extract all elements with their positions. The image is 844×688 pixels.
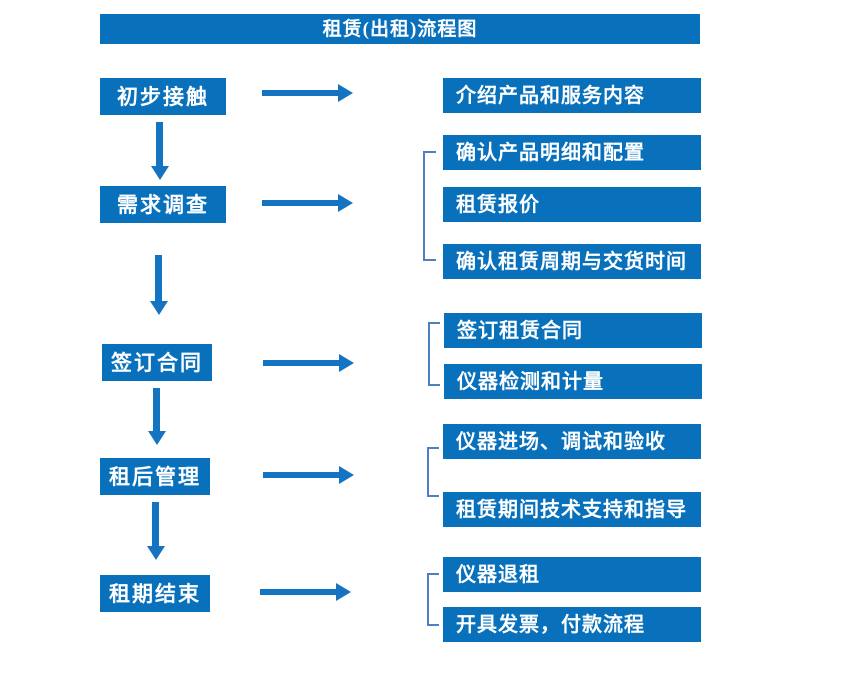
detail-instrument-testing: 仪器检测和计量 [444,364,702,399]
arrow-shaft [156,122,163,167]
group-bracket-lease-end [427,573,439,626]
detail-introduce-products: 介绍产品和服务内容 [443,78,701,113]
arrow-down-icon [150,255,168,315]
arrow-head [338,84,353,102]
arrow-right-icon [263,354,354,372]
arrow-shaft [262,200,339,206]
arrow-shaft [262,90,339,96]
detail-sign-rental-contract: 签订租赁合同 [444,313,702,348]
arrow-head [336,583,351,601]
stage-post-rental-management: 租后管理 [100,458,210,495]
detail-instrument-return: 仪器退租 [443,557,701,592]
detail-instrument-setup-acceptance: 仪器进场、调试和验收 [443,424,701,459]
arrow-shaft [152,502,159,547]
arrow-right-icon [263,466,354,484]
arrow-head [339,466,354,484]
arrow-head [148,431,166,445]
stage-lease-end: 租期结束 [100,575,210,612]
arrow-down-icon [148,388,166,445]
arrow-head [150,301,168,315]
arrow-down-icon [147,502,165,560]
detail-tech-support: 租赁期间技术支持和指导 [443,492,701,527]
stage-sign-contract: 签订合同 [102,344,212,381]
arrow-shaft [260,589,337,595]
detail-rental-quote: 租赁报价 [443,187,701,222]
stage-demand-survey: 需求调查 [100,186,226,223]
arrow-shaft [153,388,160,432]
arrow-shaft [263,472,340,478]
arrow-head [151,166,169,180]
arrow-right-icon [262,194,353,212]
group-bracket-post-rental [427,447,439,497]
arrow-down-icon [151,122,169,180]
arrow-shaft [155,255,162,302]
detail-invoice-payment: 开具发票，付款流程 [443,607,701,642]
arrow-right-icon [262,84,353,102]
arrow-head [338,194,353,212]
group-bracket-demand-survey [423,151,436,261]
arrow-shaft [263,360,340,366]
diagram-title: 租赁(出租)流程图 [100,14,700,44]
detail-confirm-period-delivery: 确认租赁周期与交货时间 [443,244,701,279]
stage-initial-contact: 初步接触 [100,78,226,115]
arrow-right-icon [260,583,351,601]
arrow-head [147,546,165,560]
group-bracket-sign-contract [428,322,440,386]
arrow-head [339,354,354,372]
detail-confirm-product-config: 确认产品明细和配置 [443,135,701,170]
